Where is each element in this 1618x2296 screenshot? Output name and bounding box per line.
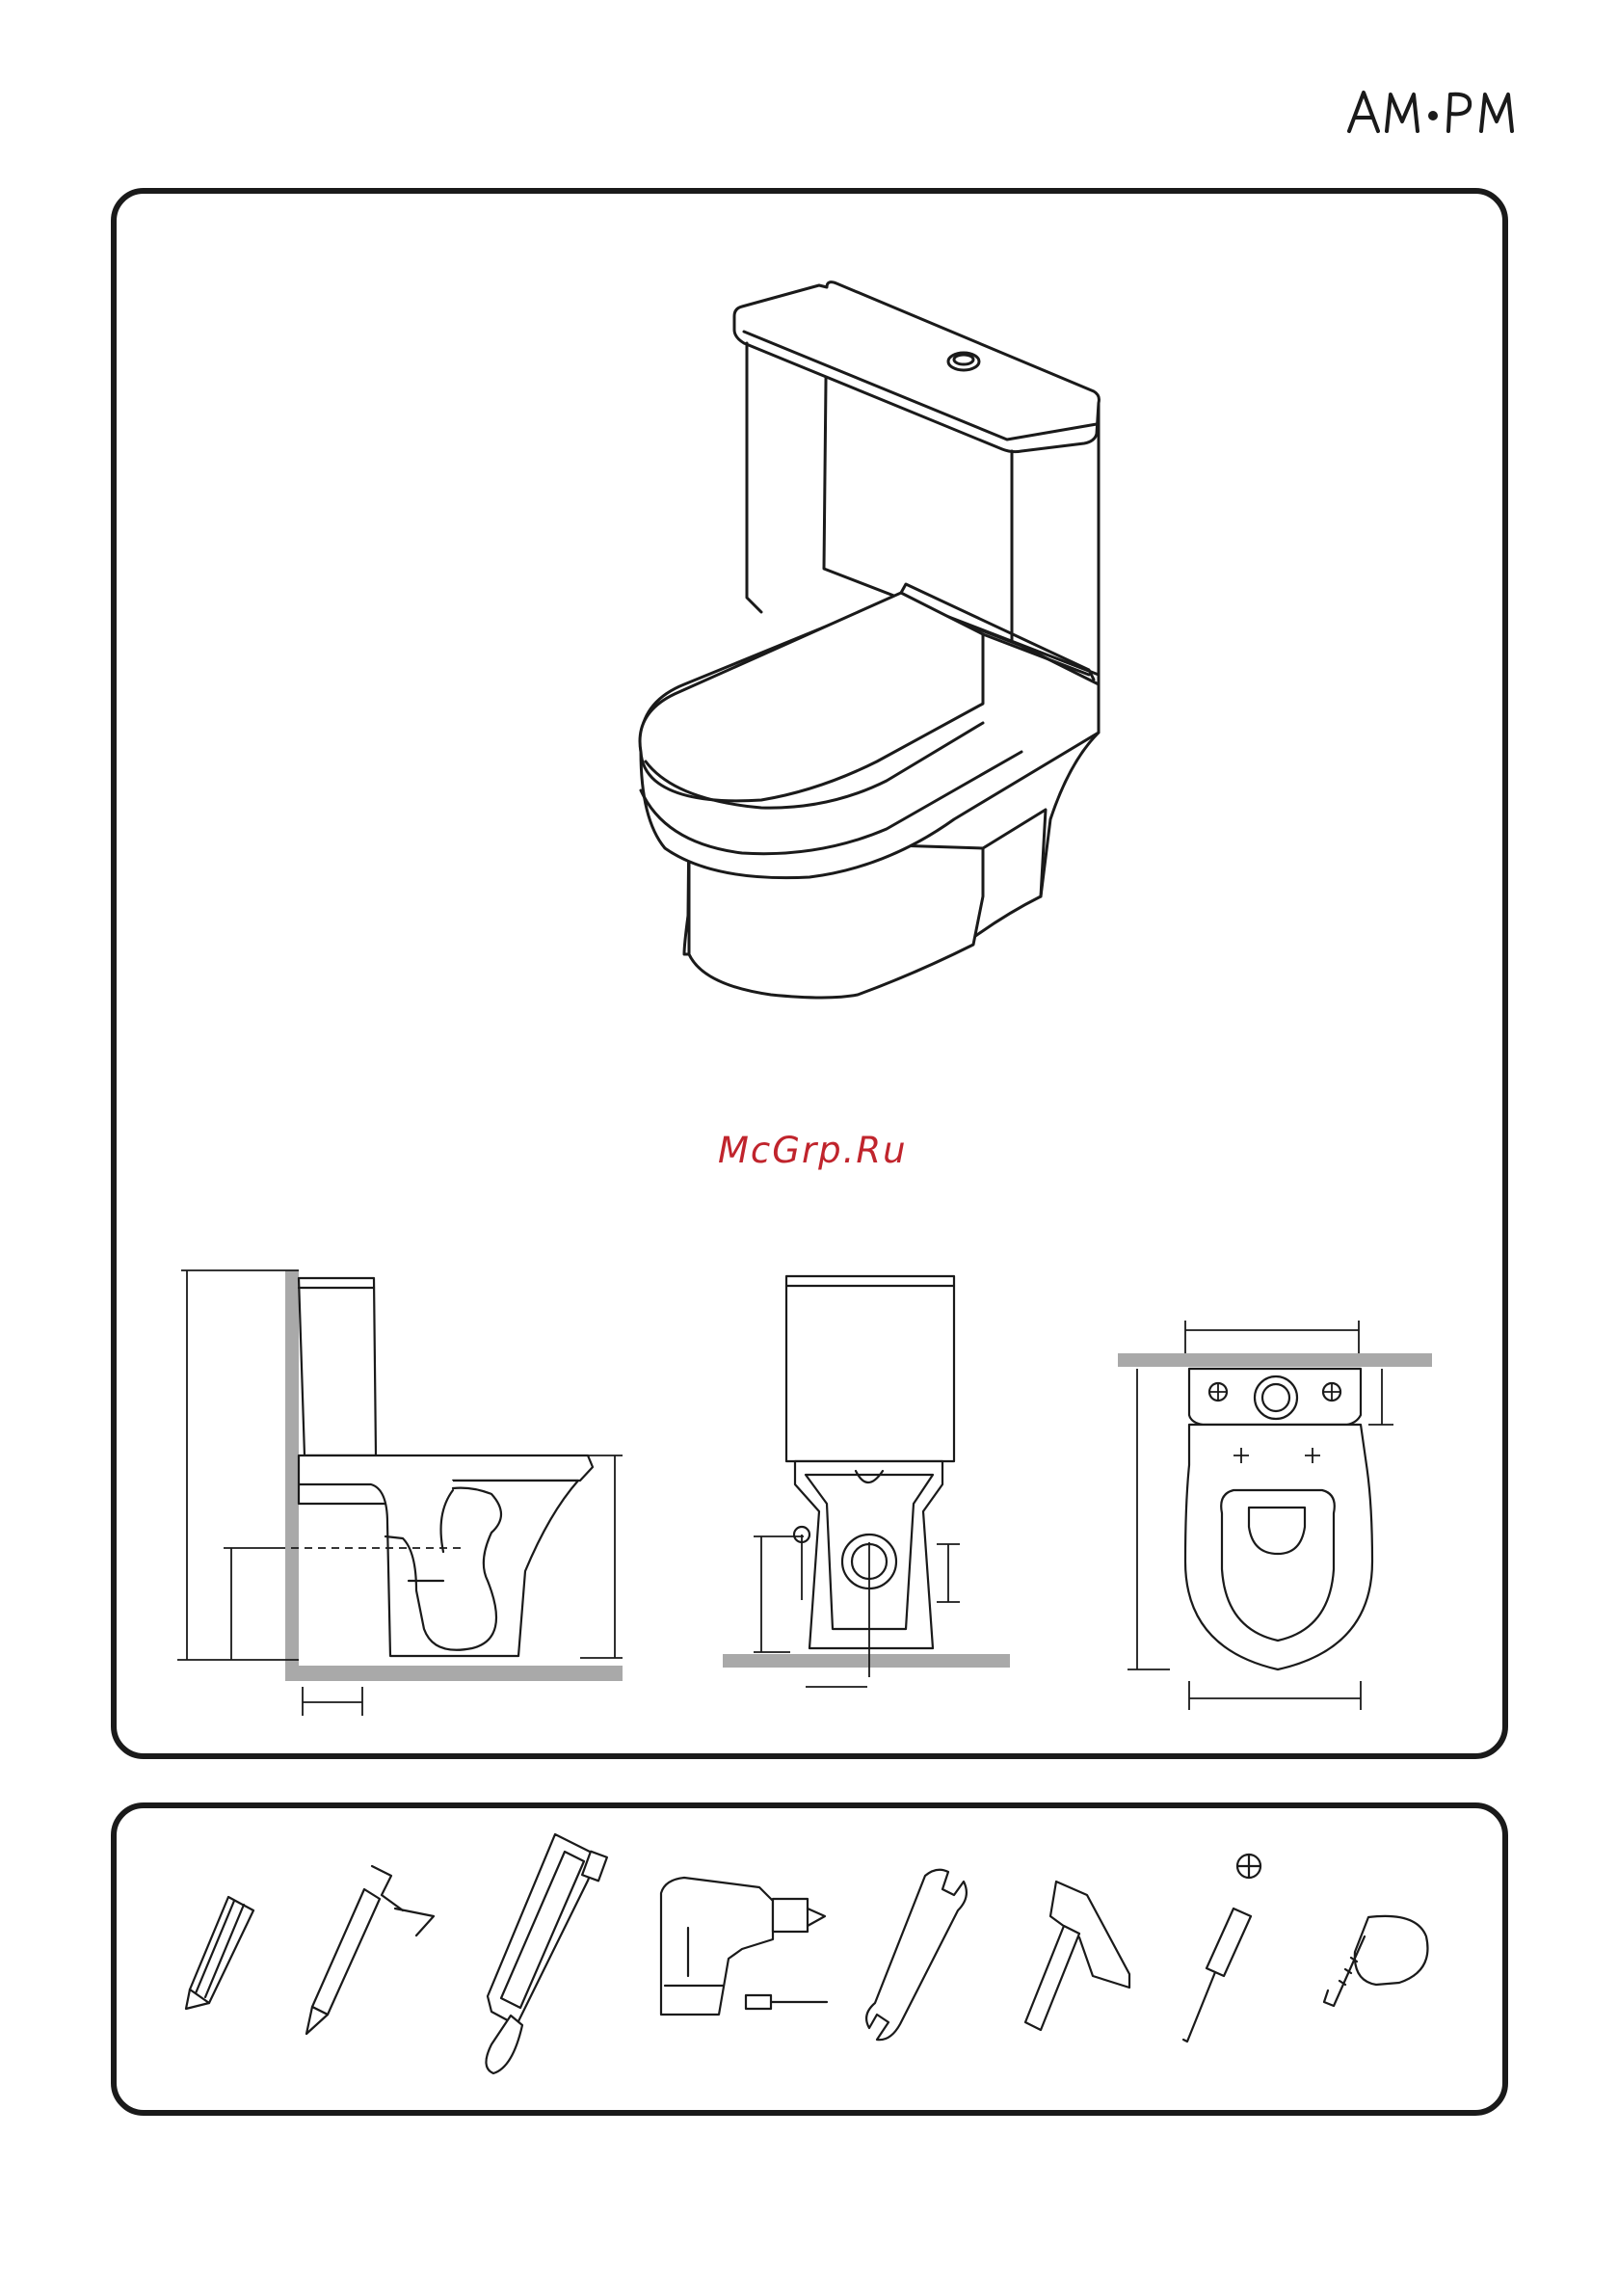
ampm-logo [1344,85,1527,143]
drill-icon [646,1870,838,2034]
top-view-drawing [1108,1311,1455,1716]
hacksaw-icon [463,1827,617,2077]
hammer-icon [1012,1870,1147,2043]
pencil-icon [178,1889,265,2024]
wrench-icon [858,1860,973,2053]
side-view-drawing [164,1263,626,1725]
phillips-screwdriver-icon [1166,1851,1272,2053]
front-view-drawing [723,1263,1041,1725]
toilet-isometric-drawing [569,280,1108,1108]
tape-measure-icon [1311,1904,1455,2019]
watermark-text: McGrp.Ru [718,1130,908,1171]
sealant-gun-icon [289,1860,443,2043]
